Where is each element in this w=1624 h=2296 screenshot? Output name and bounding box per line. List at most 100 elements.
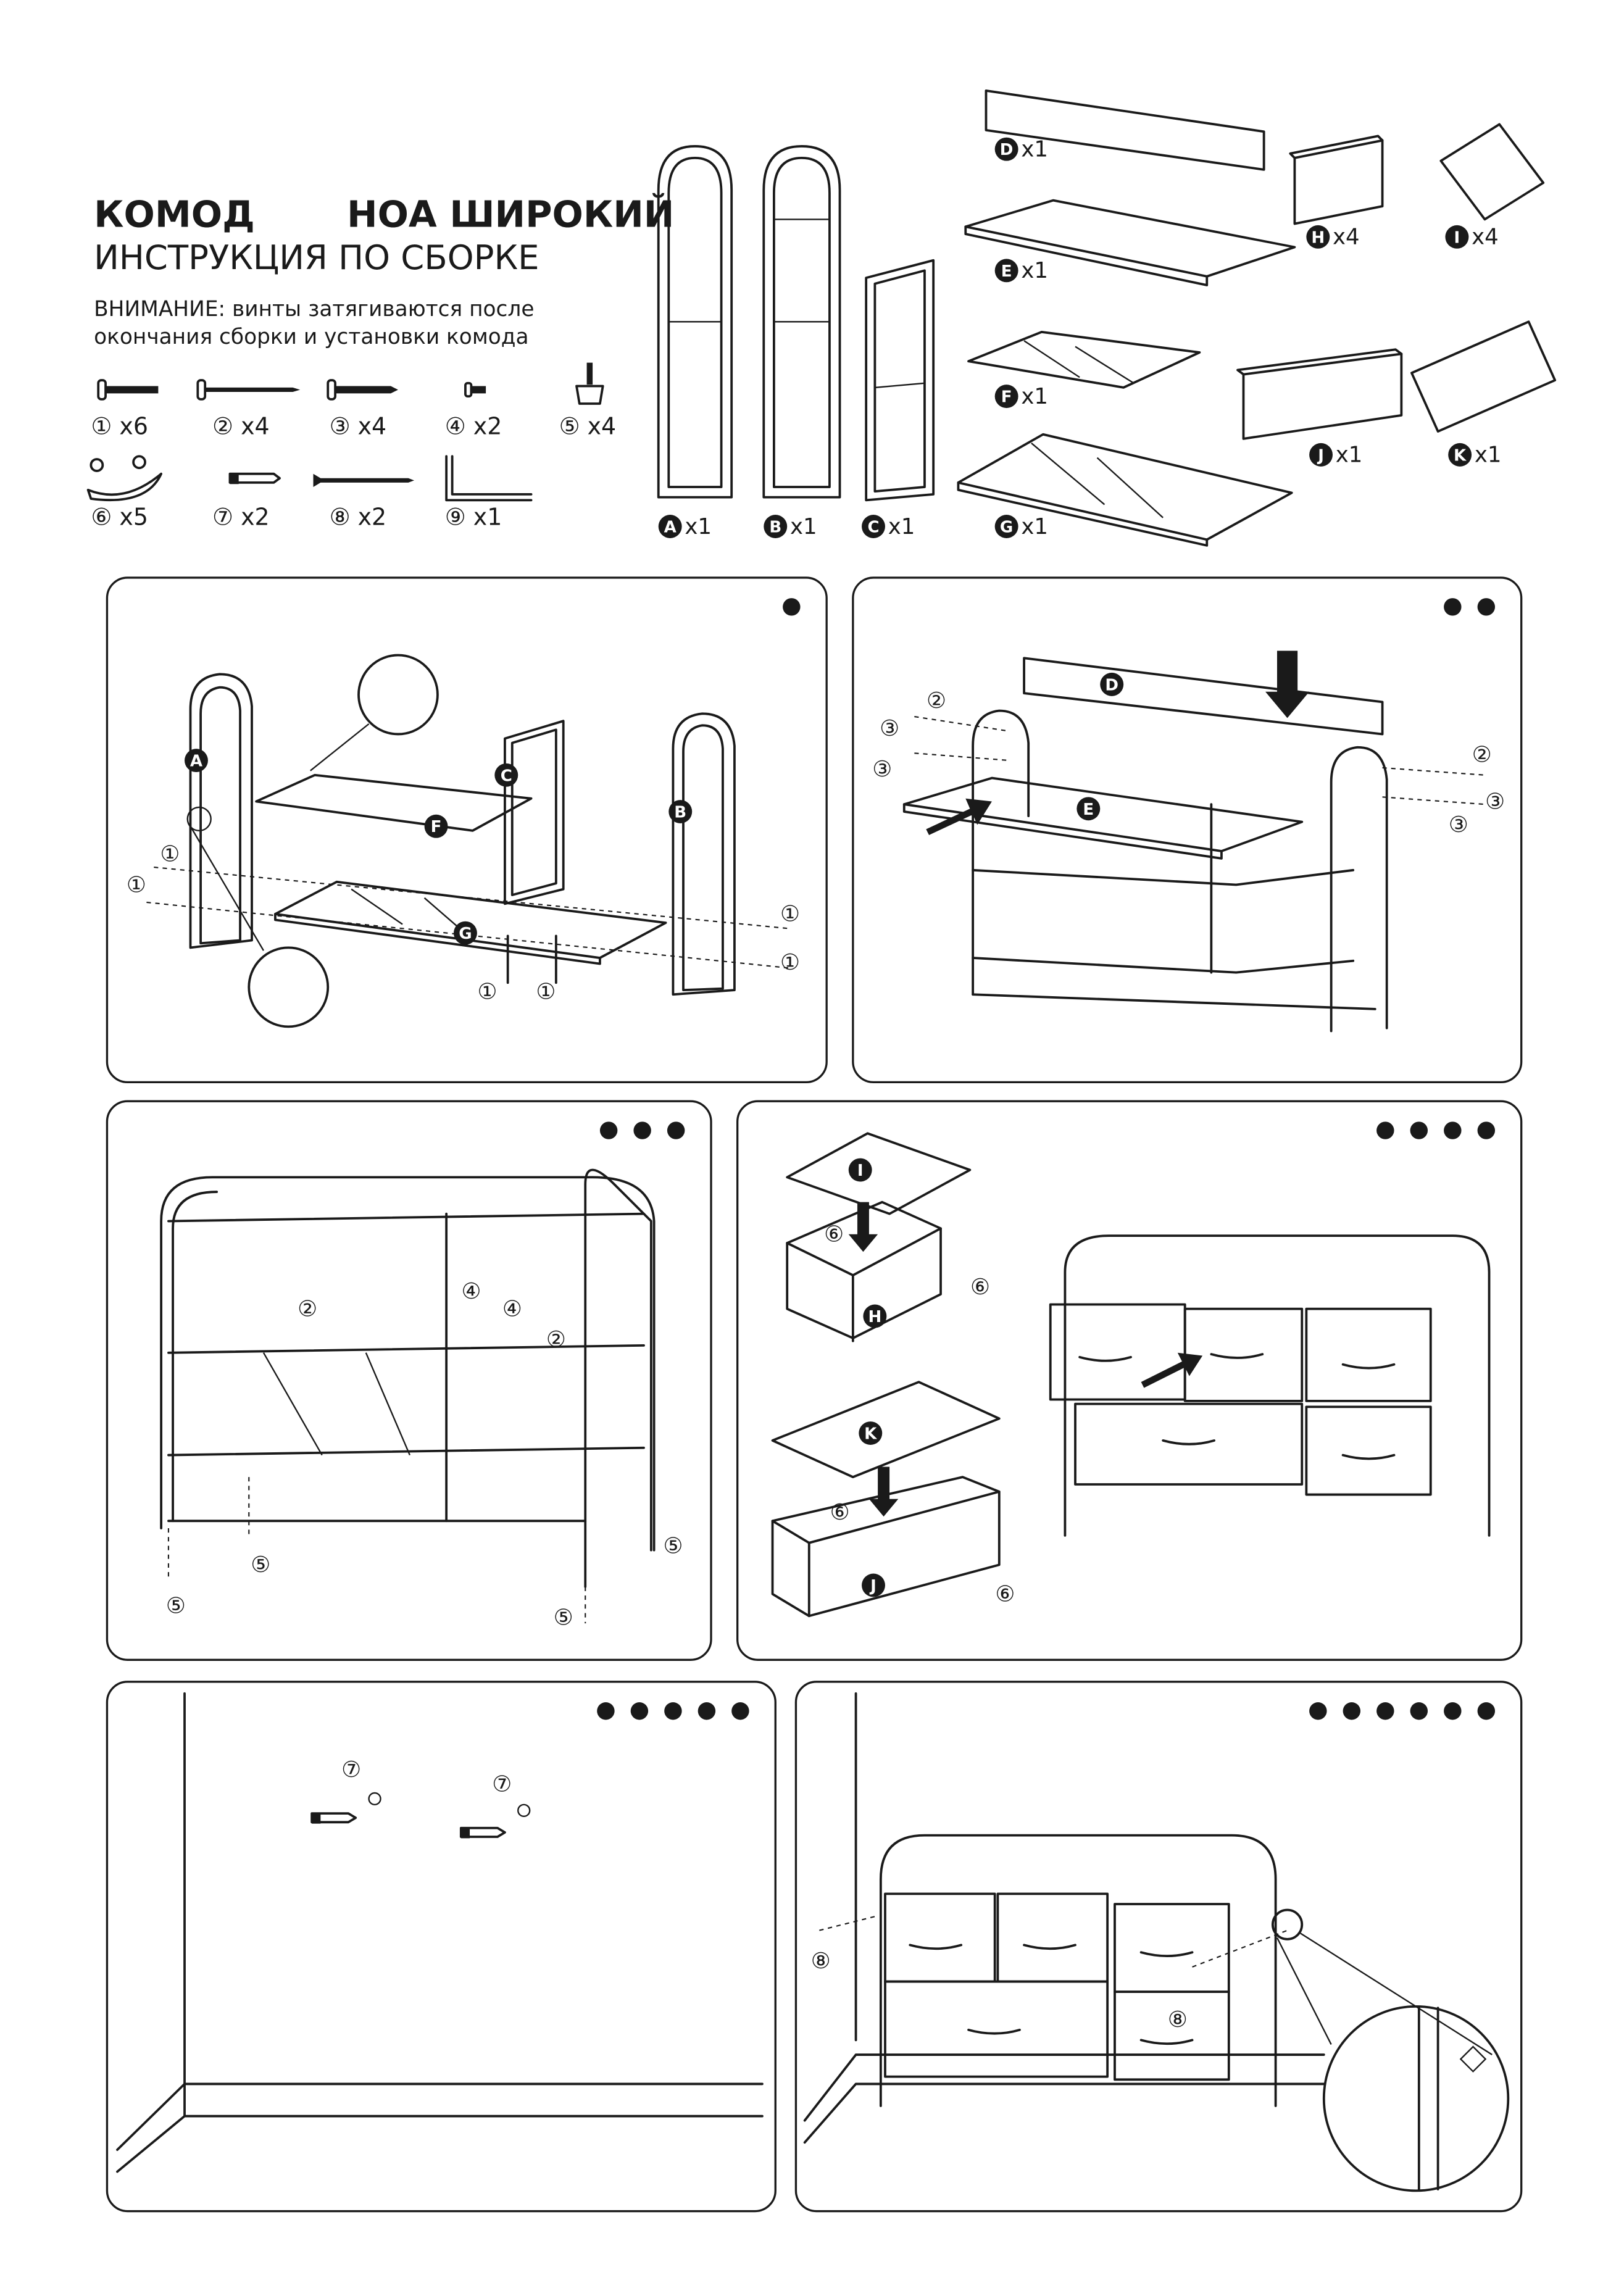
step-dot <box>667 1121 685 1139</box>
part-qty: x1 <box>1021 258 1048 283</box>
hardware-callout: ④ <box>461 1279 481 1304</box>
step-dot <box>1376 1121 1394 1139</box>
part-qty: x4 <box>1333 225 1360 250</box>
hardware-callout: ① <box>536 979 556 1004</box>
badge-letter: C <box>867 518 879 536</box>
step-5-panel <box>106 1681 777 2213</box>
badge-letter: E <box>1083 801 1094 819</box>
letter-badge-icon <box>424 814 448 838</box>
step-4-part-k: K <box>859 1421 883 1445</box>
arrow-right-icon <box>926 798 992 835</box>
step-dot <box>597 1702 615 1720</box>
step-dot <box>1309 1702 1327 1720</box>
step-1-part-a: A <box>185 749 208 773</box>
step-dot <box>783 598 801 616</box>
badge-letter: F <box>1001 388 1012 407</box>
step-dot <box>1477 1702 1496 1720</box>
step-dot <box>1477 598 1496 616</box>
hardware-labels: ① x6 ② x4 ③ x4 ④ x2 ⑤ x4 ⑥ x5 ⑦ x2 ⑧ x2 … <box>91 413 616 531</box>
step-4-part-j: J <box>862 1573 885 1597</box>
middle-frame-c-drawing <box>865 259 935 502</box>
badge-letter: J <box>869 1577 877 1595</box>
step-dot <box>1444 1121 1462 1139</box>
step-dot <box>1444 1702 1462 1720</box>
letter-badge-icon <box>862 1573 885 1597</box>
step-dots <box>597 598 1496 1720</box>
step-1-part-c: C <box>494 763 518 787</box>
hardware-callout: ④ <box>502 1296 522 1321</box>
step-1-part-f: F <box>424 814 448 838</box>
step-4-part-i: I <box>848 1158 872 1182</box>
letter-badge-icon <box>453 921 477 945</box>
step-2-panel <box>852 576 1523 1084</box>
badge-letter: I <box>857 1162 864 1180</box>
badge-letter: D <box>1000 141 1014 159</box>
letter-badge-icon <box>764 515 788 538</box>
arrow-down-icon <box>848 1202 878 1252</box>
part-label-a: A <box>658 515 682 538</box>
step-4-part-h: H <box>863 1304 887 1328</box>
arrow-down-icon <box>868 1466 899 1517</box>
letter-badge-icon <box>994 385 1018 409</box>
top-panel-e-drawing <box>964 199 1296 286</box>
badge-letter: B <box>769 518 781 536</box>
letter-badge-icon <box>185 749 208 773</box>
arrow-right-icon <box>1141 1352 1203 1388</box>
part-label-k: K <box>1448 443 1472 467</box>
drawer-bottom-k-drawing <box>1410 320 1557 433</box>
hardware-callout: ③ <box>1485 789 1505 814</box>
letter-badge-icon <box>859 1421 883 1445</box>
step-dot <box>1343 1702 1361 1720</box>
badge-letter: A <box>664 518 677 536</box>
part-qty: x1 <box>685 514 712 539</box>
part-qty: x1 <box>1021 384 1048 409</box>
hardware-callout: ② <box>298 1296 317 1321</box>
hardware-callout: ① <box>478 979 498 1004</box>
drawer-box-j-drawing <box>1236 348 1403 440</box>
drawer-box-h-drawing <box>1289 135 1384 225</box>
hardware-callout: ① <box>127 872 146 897</box>
badge-letter: F <box>431 818 442 836</box>
hardware-callout: ⑦ <box>341 1757 361 1782</box>
note-line-1: ВНИМАНИЕ: винты затягиваются после <box>94 297 534 322</box>
parts-list <box>657 89 1557 547</box>
letter-badge-icon <box>1100 672 1124 696</box>
step-1-panel <box>106 576 828 1084</box>
hardware-callout: ⑤ <box>166 1593 186 1618</box>
hardware-callout: ⑥ <box>824 1222 844 1247</box>
screw-4-icon <box>464 381 486 398</box>
badge-letter: H <box>868 1308 881 1326</box>
letter-badge-icon <box>1445 225 1469 249</box>
hardware-label: ② x4 <box>212 413 270 440</box>
part-qty: x1 <box>1475 443 1502 468</box>
part-label-e: E <box>994 259 1018 283</box>
part-label-h: H <box>1306 225 1330 249</box>
badge-letter: E <box>1001 262 1012 281</box>
letter-badge-icon <box>1076 797 1101 821</box>
part-qty: x1 <box>1021 137 1048 162</box>
subtitle: ИНСТРУКЦИЯ ПО СБОРКЕ <box>94 238 539 277</box>
badge-letter: G <box>459 925 472 943</box>
hardware-callout: ③ <box>872 757 892 782</box>
part-qty: x4 <box>1472 225 1499 250</box>
badge-letter: I <box>1454 228 1460 247</box>
hardware-label: ③ x4 <box>330 413 387 440</box>
allen-key-9-icon <box>445 455 533 502</box>
letter-badge-icon <box>1306 225 1330 249</box>
part-label-c: C <box>862 515 885 538</box>
hardware-callout: ⑥ <box>830 1500 850 1525</box>
part-label-g: G <box>994 515 1018 538</box>
badge-letter: H <box>1311 228 1325 247</box>
hardware-list <box>86 362 604 502</box>
step-1-part-b: B <box>668 800 693 823</box>
screw-1-icon <box>97 379 159 401</box>
hardware-label: ⑧ x2 <box>330 504 387 531</box>
back-panel-d-drawing <box>985 89 1265 171</box>
step-dot <box>599 1121 618 1139</box>
screw-8-icon <box>313 473 415 488</box>
side-frame-a-drawing <box>657 145 733 499</box>
drawer-bottom-i-drawing <box>1439 123 1545 221</box>
hardware-callout: ② <box>927 688 946 713</box>
badge-letter: B <box>674 804 686 822</box>
part-qty: x1 <box>888 514 915 539</box>
